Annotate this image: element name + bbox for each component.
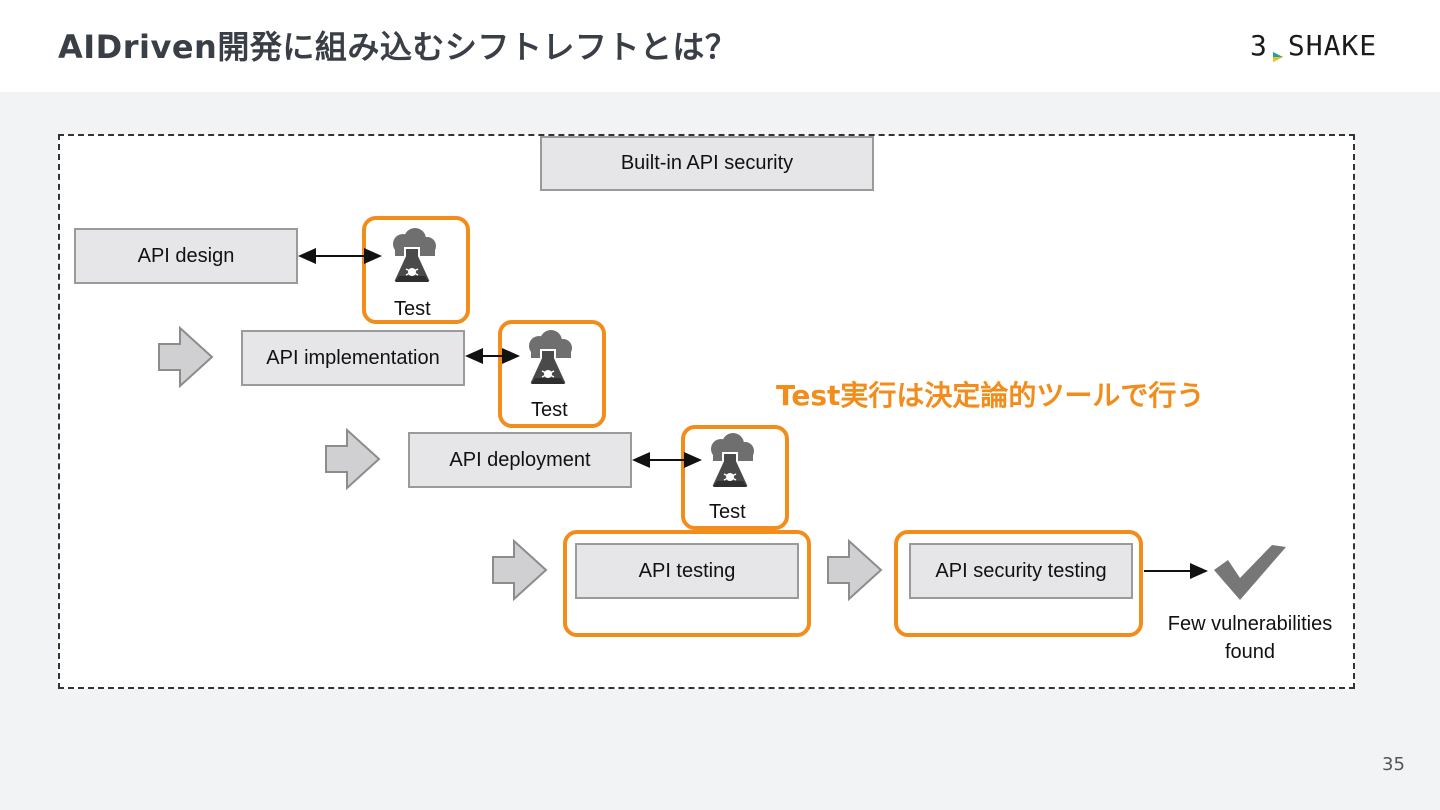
stage-api-implementation: API implementation (241, 330, 465, 386)
stage-api-security-testing: API security testing (909, 543, 1133, 599)
test-label-1: Test (394, 298, 431, 320)
arrow-right-icon (827, 538, 883, 602)
page-number: 35 (1382, 754, 1405, 775)
result-text: Few vulnerabilities found (1150, 610, 1350, 666)
arrow-right-icon (158, 325, 214, 389)
slide-title: AIDriven開発に組み込むシフトレフトとは？ (58, 28, 738, 66)
cloud-flask-bug-icon (521, 330, 577, 392)
stage-api-deployment: API deployment (408, 432, 632, 488)
note-deterministic-tools: Test実行は決定論的ツールで行う (776, 379, 1205, 412)
stage-api-testing: API testing (575, 543, 799, 599)
highlight-test-3 (681, 425, 789, 530)
logo-mark-icon (1271, 38, 1285, 62)
cloud-flask-bug-icon (703, 433, 759, 495)
highlight-test-1 (362, 216, 470, 324)
test-label-2: Test (531, 399, 568, 421)
highlight-test-2 (498, 320, 606, 428)
arrow-right-icon (492, 538, 548, 602)
arrow-right-icon (325, 427, 381, 491)
test-label-3: Test (709, 501, 746, 523)
stage-api-design: API design (74, 228, 298, 284)
result-line-1: Few vulnerabilities (1167, 613, 1333, 635)
result-line-2: found (1224, 641, 1276, 663)
slide-header: AIDriven開発に組み込むシフトレフトとは？ 3 SHAKE (0, 0, 1440, 92)
company-logo: 3 SHAKE (1250, 28, 1377, 62)
logo-text-left: 3 (1250, 28, 1268, 62)
highlight-api-security-testing (894, 530, 1143, 637)
highlight-api-testing (563, 530, 811, 637)
cloud-flask-bug-icon (385, 228, 441, 290)
built-in-api-security-box: Built-in API security (540, 136, 874, 191)
checkmark-icon (1214, 545, 1286, 600)
logo-text-right: SHAKE (1287, 28, 1378, 62)
